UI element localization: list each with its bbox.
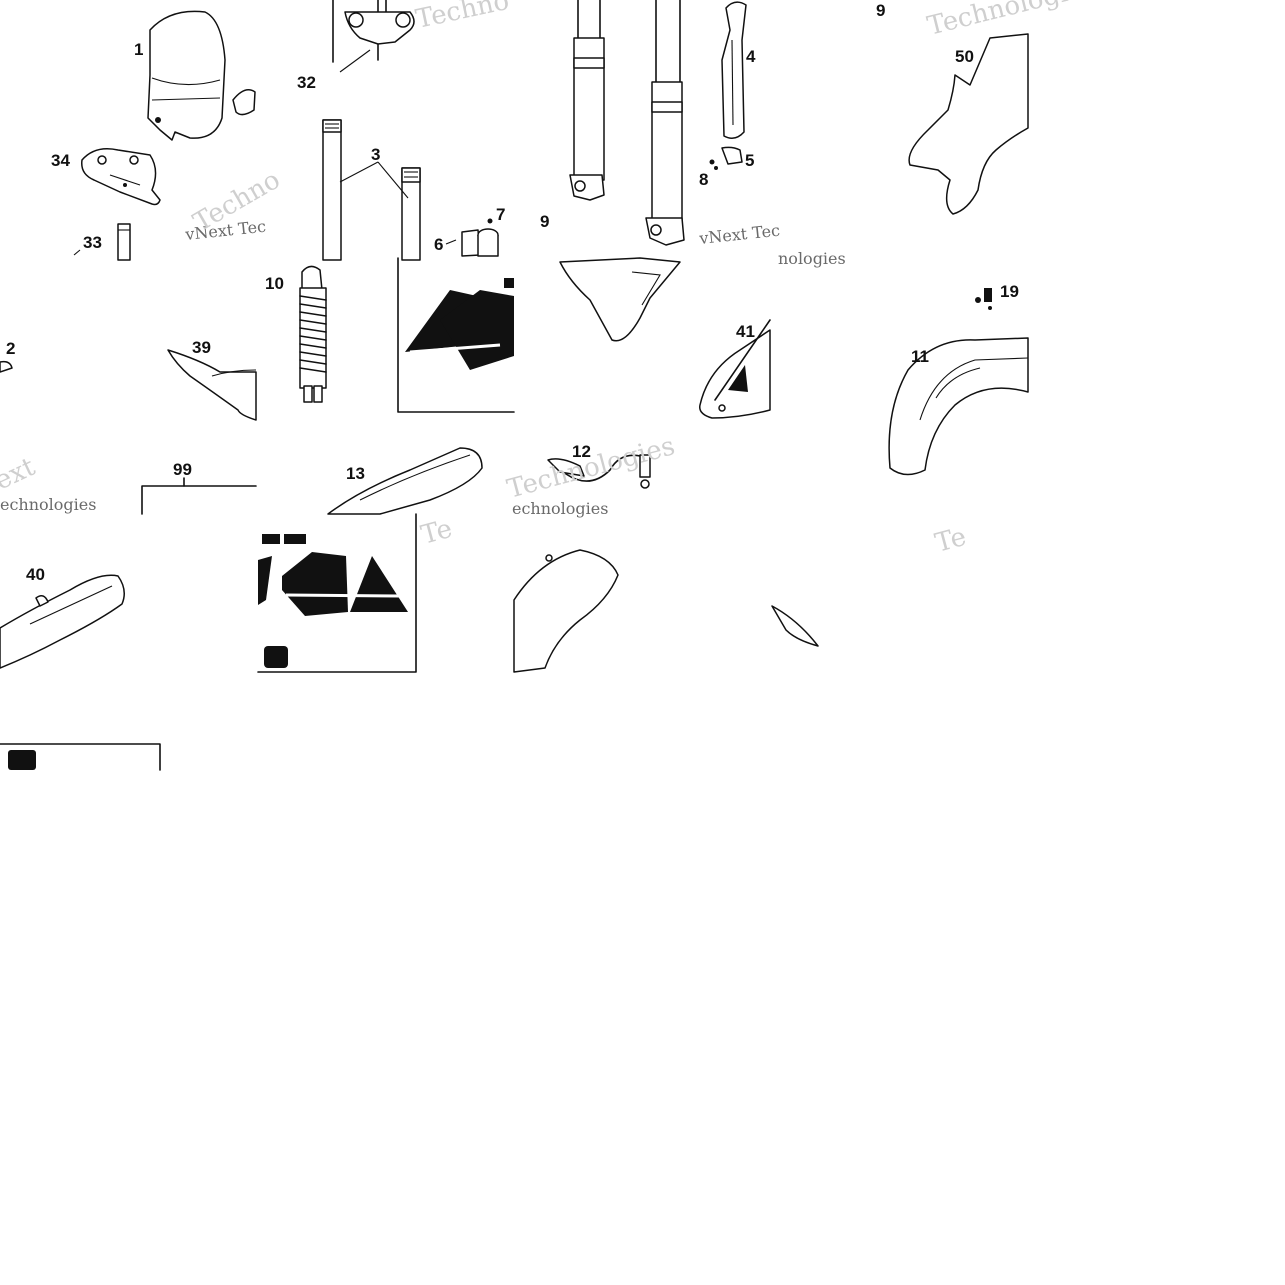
callout-labels: 1 32 3 7 6 34 33 4 5 8 9 9 50 10 2 39 41… xyxy=(6,1,1019,584)
decal-sheet-lower xyxy=(257,513,417,673)
headlight-mask-part xyxy=(147,10,256,141)
watermark-text: ext xyxy=(0,452,40,497)
watermark-text: Te xyxy=(932,522,969,559)
callout-13: 13 xyxy=(346,464,365,483)
callout-6: 6 xyxy=(434,235,443,254)
hardware-part xyxy=(975,288,992,310)
seat-part xyxy=(0,574,125,669)
radiator-wing-part xyxy=(771,605,819,647)
callout-12: 12 xyxy=(572,442,591,461)
fork-tube-part xyxy=(322,119,421,261)
fork-leg-part xyxy=(569,0,685,246)
callout-8: 8 xyxy=(699,170,708,189)
callout-34: 34 xyxy=(51,151,70,170)
callout-33: 33 xyxy=(83,233,102,252)
callout-1: 1 xyxy=(134,40,143,59)
callout-4: 4 xyxy=(746,47,756,66)
side-panel-part xyxy=(167,349,257,421)
callout-39: 39 xyxy=(192,338,211,357)
watermark-text: Technologies xyxy=(504,431,678,505)
kit-bracket xyxy=(141,477,257,515)
headlight-bracket-part xyxy=(81,148,161,206)
callout-9-upper: 9 xyxy=(876,1,885,20)
watermark-text: Techno xyxy=(413,0,512,35)
callout-7: 7 xyxy=(496,205,505,224)
watermark-text: Te xyxy=(418,514,455,551)
side-scoop-part xyxy=(559,257,771,419)
side-cover-part xyxy=(513,549,619,673)
callout-10: 10 xyxy=(265,274,284,293)
callout-99: 99 xyxy=(173,460,192,479)
tail-light-part xyxy=(547,454,651,489)
number-plate-part xyxy=(908,33,1029,215)
callout-19: 19 xyxy=(1000,282,1019,301)
front-fender-part xyxy=(888,337,1029,476)
callout-11: 11 xyxy=(911,347,929,366)
shock-absorber-part xyxy=(299,265,327,403)
callout-40: 40 xyxy=(26,565,45,584)
watermark-text: nologies xyxy=(778,249,846,268)
watermark-text: echnologies xyxy=(512,499,608,518)
triple-clamp-part xyxy=(332,0,415,73)
callout-5: 5 xyxy=(745,151,754,170)
watermark-text: vNext Tec xyxy=(697,221,780,248)
callout-32: 32 xyxy=(297,73,316,92)
clip-part xyxy=(0,360,13,373)
callout-3: 3 xyxy=(371,145,380,164)
kit-bracket-lower xyxy=(0,743,161,771)
bolt-part xyxy=(73,223,131,261)
decal-sheet-part xyxy=(397,257,515,413)
watermark-text: echnologies xyxy=(0,495,96,514)
callout-2: 2 xyxy=(6,339,15,358)
rear-fender-part xyxy=(327,447,483,515)
callout-41: 41 xyxy=(736,322,755,341)
callout-9-lower: 9 xyxy=(540,212,549,231)
callout-50: 50 xyxy=(955,47,974,66)
fork-guard-part xyxy=(709,1,747,170)
fork-clamp-fittings xyxy=(445,218,499,257)
